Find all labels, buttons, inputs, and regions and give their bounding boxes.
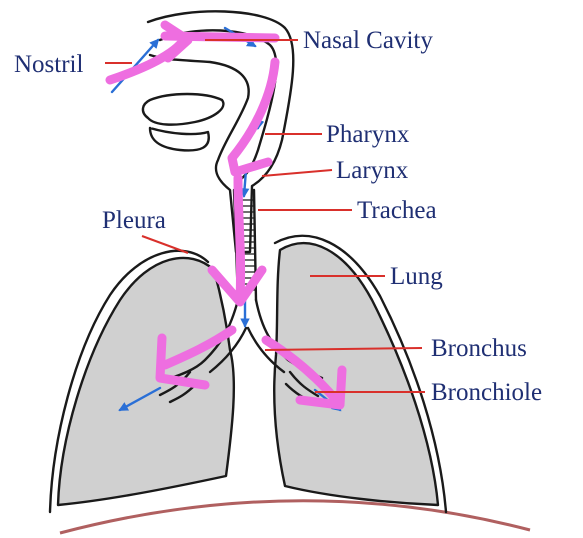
label-pleura: Pleura (102, 207, 166, 234)
label-nasal-cavity: Nasal Cavity (303, 27, 433, 54)
label-larynx: Larynx (336, 157, 409, 184)
leader-pleura (142, 236, 188, 253)
diaphragm (60, 501, 530, 533)
label-bronchus: Bronchus (431, 335, 527, 362)
label-nostril: Nostril (14, 51, 84, 78)
label-lung: Lung (390, 263, 443, 290)
airflow-arrow-larynx (244, 170, 246, 196)
label-bronchiole: Bronchiole (431, 379, 542, 406)
label-pharynx: Pharynx (326, 121, 410, 148)
leader-larynx (262, 170, 332, 176)
mouth-outline (143, 94, 223, 125)
chin-outline (150, 128, 209, 150)
label-trachea: Trachea (357, 197, 437, 224)
